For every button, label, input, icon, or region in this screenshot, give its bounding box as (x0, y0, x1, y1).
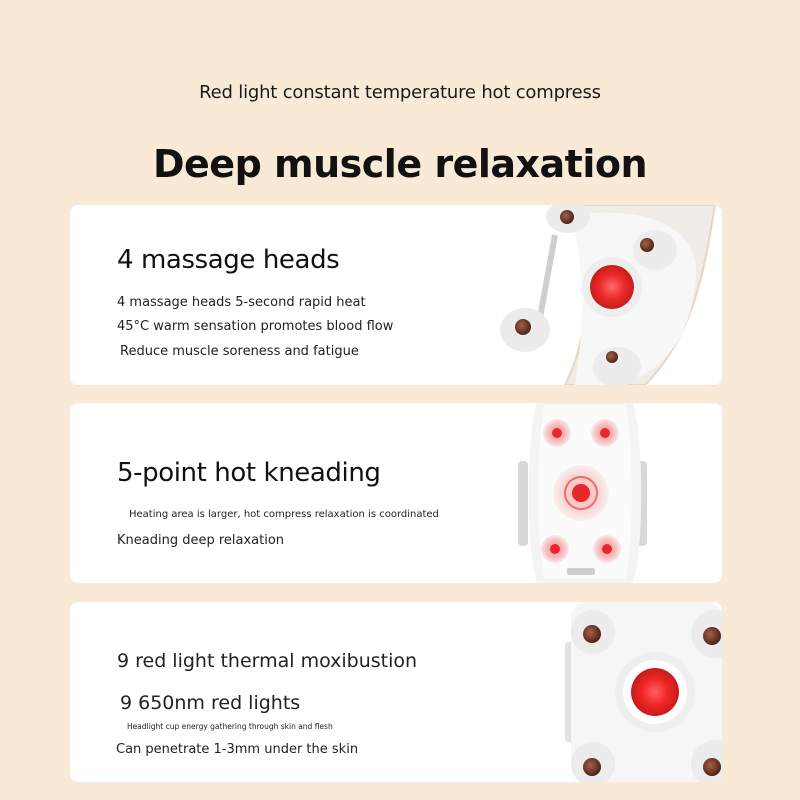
massager-product-image (518, 403, 647, 583)
massage-head-icon (571, 610, 615, 654)
massage-head-icon (691, 740, 722, 782)
massager-product-image (500, 205, 717, 385)
red-light-icon (593, 535, 621, 563)
red-light-icon (590, 265, 634, 309)
card-line: Kneading deep relaxation (117, 533, 285, 548)
massage-head-icon (593, 347, 641, 385)
card-line: Reduce muscle soreness and fatigue (120, 344, 359, 359)
page-title: Deep muscle relaxation (152, 142, 648, 186)
brand-logo (567, 568, 595, 575)
card-line: 4 massage heads 5-second rapid heat (117, 295, 366, 310)
card-heading: 5-point hot kneading (117, 458, 381, 488)
card-line: Heating area is larger, hot compress rel… (129, 509, 439, 520)
card-line: Headlight cup energy gathering through s… (127, 722, 333, 731)
feature-card-red-light: 9 red light thermal moxibustion 9 650nm … (70, 602, 722, 782)
red-light-icon (553, 465, 609, 521)
card-heading: 4 massage heads (117, 245, 340, 275)
red-light-icon (541, 535, 569, 563)
massager-product-image (565, 602, 722, 782)
massage-head-icon (546, 205, 590, 233)
red-light-icon (631, 668, 679, 716)
massage-head-icon (691, 610, 722, 658)
card-line: 9 650nm red lights (120, 692, 301, 714)
card-line: Can penetrate 1-3mm under the skin (116, 742, 359, 757)
massage-head-icon (571, 742, 615, 782)
red-light-icon (591, 419, 619, 447)
massage-head-icon (500, 308, 550, 352)
massage-head-icon (633, 230, 677, 270)
page-subtitle: Red light constant temperature hot compr… (199, 82, 601, 103)
feature-card-hot-kneading: 5-point hot kneading Heating area is lar… (70, 403, 722, 583)
card-heading: 9 red light thermal moxibustion (117, 650, 418, 672)
feature-card-massage-heads: 4 massage heads 4 massage heads 5-second… (70, 205, 722, 385)
red-light-icon (543, 419, 571, 447)
card-line: 45°C warm sensation promotes blood flow (117, 319, 394, 334)
